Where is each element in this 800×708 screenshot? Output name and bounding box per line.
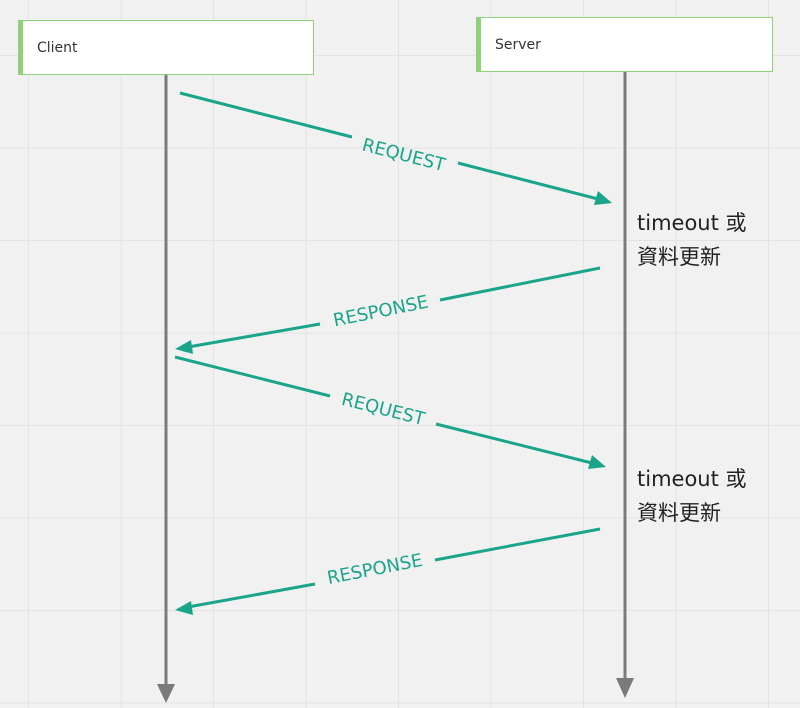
client-actor-box[interactable]: Client bbox=[18, 20, 314, 75]
server-actor-label: Server bbox=[495, 36, 541, 53]
client-actor-label: Client bbox=[37, 39, 78, 56]
message-label: REQUEST bbox=[339, 389, 428, 430]
note-line: 資料更新 bbox=[637, 245, 721, 269]
server-note-1: timeout 或 資料更新 bbox=[637, 206, 747, 274]
message-arrow-response-1[interactable]: RESPONSE bbox=[175, 266, 601, 354]
server-lifeline bbox=[616, 72, 634, 698]
server-actor-box[interactable]: Server bbox=[476, 17, 773, 72]
note-line: 資料更新 bbox=[637, 501, 721, 525]
message-arrow-response-2[interactable]: RESPONSE bbox=[175, 527, 601, 615]
message-arrow-request-1[interactable]: REQUEST bbox=[179, 91, 612, 205]
client-lifeline bbox=[157, 75, 175, 703]
message-arrow-request-2[interactable]: REQUEST bbox=[174, 355, 606, 469]
message-label: REQUEST bbox=[360, 135, 449, 177]
note-line: timeout 或 bbox=[637, 467, 747, 491]
server-note-2: timeout 或 資料更新 bbox=[637, 462, 747, 530]
message-label: RESPONSE bbox=[331, 292, 430, 332]
message-label: RESPONSE bbox=[325, 550, 424, 589]
note-line: timeout 或 bbox=[637, 211, 747, 235]
